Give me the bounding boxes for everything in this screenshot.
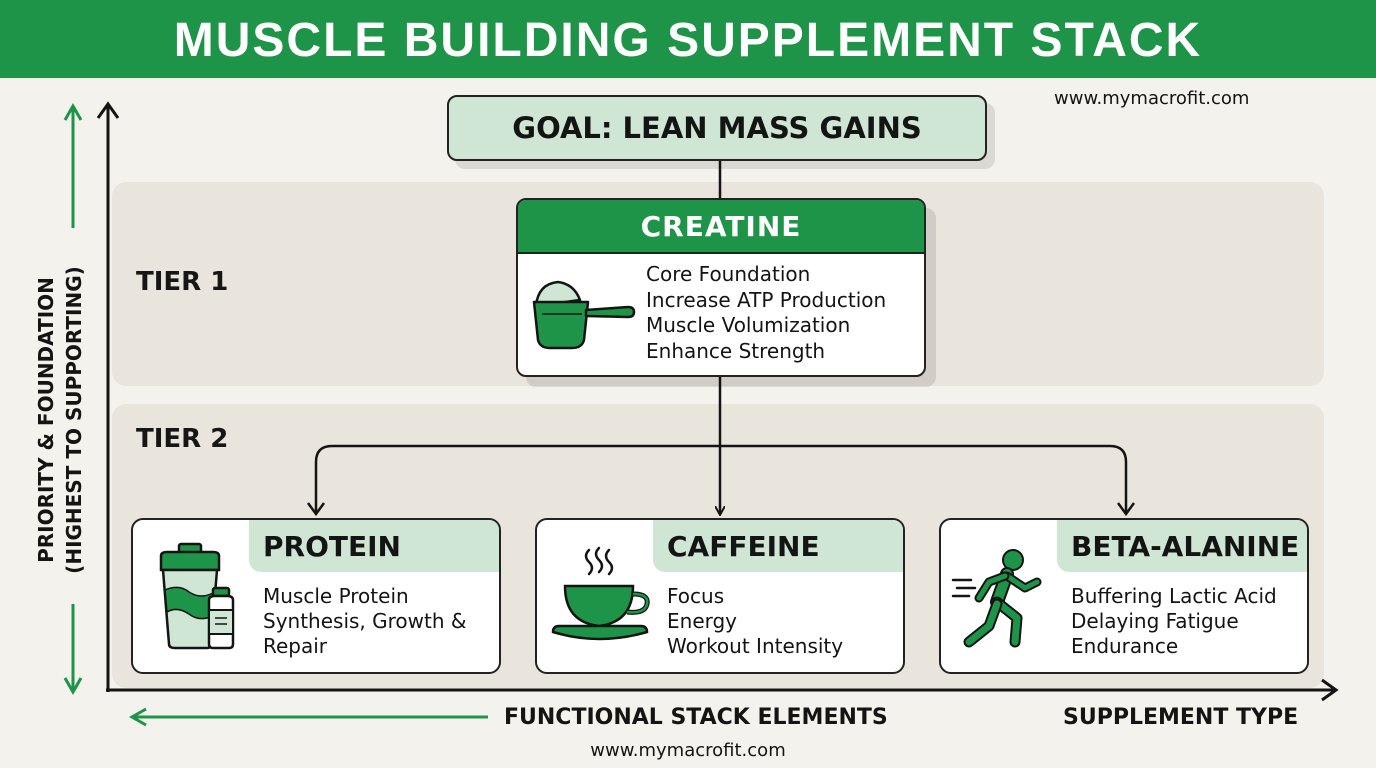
shaker-bottle-icon — [159, 542, 235, 650]
supplement-type-label: SUPPLEMENT TYPE — [1063, 705, 1299, 730]
protein-benefit: Muscle Protein — [263, 584, 409, 608]
creatine-benefit: Enhance Strength — [646, 338, 826, 363]
coffee-cup-icon — [551, 546, 650, 641]
protein-card: PROTEIN Muscle Protein Synthesis, Growth… — [131, 518, 501, 674]
priority-double-arrow — [63, 102, 83, 696]
caffeine-benefit: Energy — [667, 609, 738, 633]
site-url-top: www.mymacrofit.com — [1054, 88, 1250, 109]
vertical-axis-title: PRIORITY & FOUNDATION (HIGHEST TO SUPPOR… — [32, 160, 92, 680]
caffeine-benefit: Focus — [667, 584, 725, 608]
tier-connectors — [306, 373, 1136, 517]
beta-alanine-benefit: Delaying Fatigue — [1071, 609, 1239, 633]
site-url-bottom: www.mymacrofit.com — [590, 740, 786, 761]
goal-box: GOAL: LEAN MASS GAINS — [447, 95, 987, 161]
stack-elements-arrow — [128, 707, 488, 727]
protein-title: PROTEIN — [249, 520, 499, 572]
tier-2-label: TIER 2 — [136, 424, 229, 454]
caffeine-card: CAFFEINE Focus Energy Workout Intensity — [535, 518, 905, 674]
creatine-benefit-list: Core Foundation Increase ATP Production … — [646, 262, 886, 364]
functional-stack-label: FUNCTIONAL STACK ELEMENTS — [504, 705, 888, 730]
creatine-benefit: Increase ATP Production — [646, 287, 887, 312]
scoop-icon — [532, 280, 636, 350]
caffeine-benefit: Workout Intensity — [667, 634, 844, 658]
tier-1-label: TIER 1 — [136, 267, 229, 297]
creatine-benefit: Core Foundation — [646, 262, 811, 286]
creatine-benefit: Muscle Volumization — [646, 313, 851, 337]
beta-alanine-title: BETA-ALANINE — [1057, 520, 1307, 572]
protein-benefit-list: Muscle Protein Synthesis, Growth & Repai… — [263, 584, 467, 659]
creatine-title: CREATINE — [518, 200, 924, 254]
beta-alanine-benefit-list: Buffering Lactic Acid Delaying Fatigue E… — [1071, 584, 1277, 659]
vertical-axis-title-line-1: PRIORITY & FOUNDATION — [34, 277, 58, 563]
beta-alanine-card: BETA-ALANINE Buffering Lactic Acid Delay… — [939, 518, 1309, 674]
header-banner: MUSCLE BUILDING SUPPLEMENT STACK — [0, 0, 1376, 78]
beta-alanine-benefit: Endurance — [1071, 634, 1179, 658]
page-title: MUSCLE BUILDING SUPPLEMENT STACK — [173, 13, 1203, 67]
runner-icon — [951, 549, 1042, 648]
vertical-axis-title-line-2: (HIGHEST TO SUPPORTING) — [62, 266, 86, 574]
creatine-card: CREATINE Core Foundation Increase ATP Pr… — [516, 198, 926, 377]
caffeine-benefit-list: Focus Energy Workout Intensity — [667, 584, 843, 659]
protein-benefit: Synthesis, Growth & — [263, 609, 467, 633]
protein-benefit: Repair — [263, 634, 328, 658]
main-axes — [96, 101, 1339, 702]
beta-alanine-benefit: Buffering Lactic Acid — [1071, 584, 1277, 608]
goal-label: GOAL: LEAN MASS GAINS — [512, 111, 922, 145]
caffeine-title: CAFFEINE — [653, 520, 903, 572]
